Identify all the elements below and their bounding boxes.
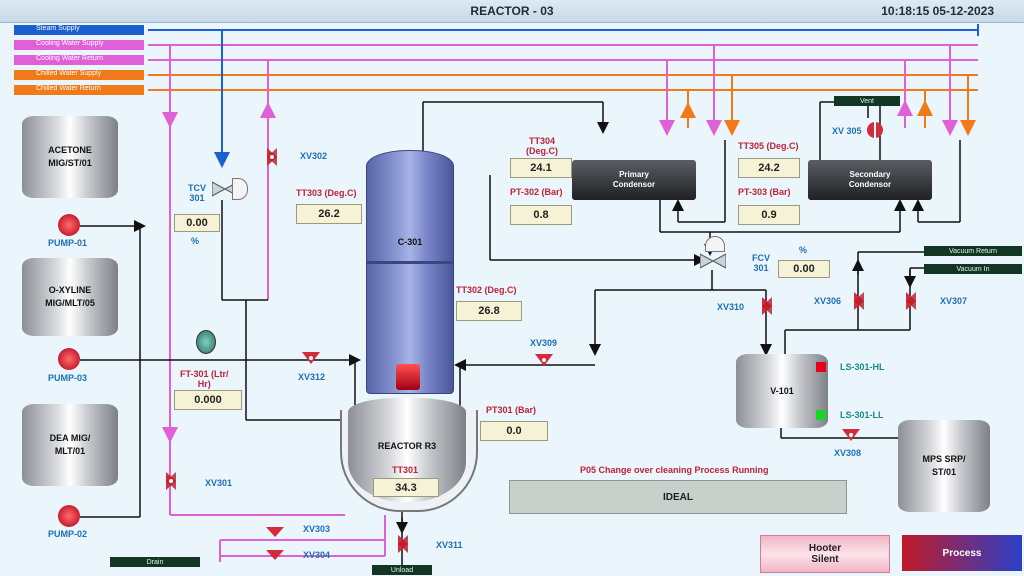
fcv-valve-icon[interactable]: [699, 252, 727, 270]
tt301-value: 34.3: [373, 478, 439, 497]
drain-tag: Drain: [110, 557, 200, 567]
valve-xv306[interactable]: [852, 290, 866, 312]
valve-xv308[interactable]: [840, 427, 862, 443]
hooter-silent-button[interactable]: Hooter Silent: [760, 535, 890, 573]
valve-label-xv312: XV312: [298, 372, 326, 382]
pt302-value: 0.8: [510, 205, 572, 225]
agitator-motor-icon: [396, 364, 420, 390]
tt303-label: TT303 (Deg.C): [296, 188, 357, 198]
vent-tag: Vent: [834, 96, 900, 106]
column-label: C-301: [397, 237, 423, 247]
valve-label-xv309: XV309: [530, 338, 558, 348]
screen-title: REACTOR - 03: [470, 4, 554, 18]
ls301-hl-label: LS-301-HL: [840, 362, 885, 372]
valve-label-xv301: XV301: [205, 478, 233, 488]
tank-mps[interactable]: MPS SRP/ ST/01: [898, 420, 990, 512]
header-bar: REACTOR - 03 10:18:15 05-12-2023: [0, 0, 1024, 23]
fcv-value: 0.00: [778, 260, 830, 278]
pt303-label: PT-303 (Bar): [738, 187, 791, 197]
pump-label: PUMP-02: [48, 529, 88, 539]
column-flange: [367, 261, 453, 264]
ft301-label: FT-301 (Ltr/ Hr): [180, 369, 229, 389]
pump-03[interactable]: [58, 348, 80, 370]
supply-line-label: Steam Supply: [36, 25, 80, 32]
level-switch-low-indicator: [816, 410, 826, 420]
valve-label-xv303: XV303: [303, 524, 331, 534]
supply-line-label: Cooling Water Supply: [36, 40, 104, 47]
tt304-value: 24.1: [510, 158, 572, 178]
process-status-message: P05 Change over cleaning Process Running: [580, 465, 769, 475]
valve-xv310[interactable]: [760, 295, 774, 317]
valve-xv305[interactable]: [866, 118, 884, 142]
valve-label-xv307: XV307: [940, 296, 968, 306]
flow-transmitter-icon: [196, 330, 216, 354]
process-state-panel: IDEAL: [509, 480, 847, 514]
tcv-actuator-icon: [232, 178, 248, 200]
tcv-unit: %: [191, 236, 200, 246]
tt303-value: 26.2: [296, 204, 362, 224]
supply-line-cooling-supply: Cooling Water Supply: [14, 40, 144, 50]
valve-label-xv308: XV308: [834, 448, 862, 458]
tt302-value: 26.8: [456, 301, 522, 321]
tt301-label: TT301: [392, 465, 419, 475]
valve-label-xv305: XV 305: [832, 126, 862, 136]
vacuum-in-tag: Vacuum In: [924, 264, 1022, 274]
tt302-label: TT302 (Deg.C): [456, 285, 517, 295]
tcv-value: 0.00: [174, 214, 220, 232]
ls301-ll-label: LS-301-LL: [840, 410, 884, 420]
supply-line-chilled-return: Chilled Water Return: [14, 85, 144, 95]
supply-line-label: Chilled Water Return: [36, 85, 101, 92]
fcv-label: FCV 301: [752, 253, 770, 273]
pump-label: PUMP-03: [48, 373, 88, 383]
supply-line-chilled-supply: Chilled Water Supply: [14, 70, 144, 80]
level-switch-high-indicator: [816, 362, 826, 372]
valve-xv312[interactable]: [300, 350, 322, 366]
fcv-actuator-icon: [705, 236, 725, 252]
supply-line-cooling-return: Cooling Water Return: [14, 55, 144, 65]
valve-xv311[interactable]: [396, 533, 410, 555]
valve-xv303[interactable]: [264, 525, 286, 539]
valve-label-xv304: XV304: [303, 550, 331, 560]
valve-label-xv306: XV306: [814, 296, 842, 306]
column-c301[interactable]: C-301: [366, 150, 454, 394]
supply-line-label: Chilled Water Supply: [36, 70, 102, 77]
supply-line-label: Cooling Water Return: [36, 55, 104, 62]
pump-label: PUMP-01: [48, 238, 88, 248]
valve-xv301[interactable]: [164, 470, 178, 492]
valve-label-xv310: XV310: [717, 302, 745, 312]
pt303-value: 0.9: [738, 205, 800, 225]
primary-condensor[interactable]: Primary Condensor: [572, 160, 696, 200]
vessel-v101[interactable]: V-101: [736, 354, 828, 428]
pt301-label: PT301 (Bar): [486, 405, 537, 415]
valve-xv304[interactable]: [264, 548, 286, 562]
tt305-value: 24.2: [738, 158, 800, 178]
vacuum-return-tag: Vacuum Return: [924, 246, 1022, 256]
pump-01[interactable]: [58, 214, 80, 236]
valve-xv309[interactable]: [533, 352, 555, 368]
fcv-unit: %: [799, 245, 808, 255]
tank-oxyline[interactable]: O-XYLINE MIG/MLT/05: [22, 258, 118, 336]
tank-dea[interactable]: DEA MIG/ MLT/01: [22, 404, 118, 486]
valve-label-xv302: XV302: [300, 151, 328, 161]
tank-acetone[interactable]: ACETONE MIG/ST/01: [22, 116, 118, 198]
supply-line-steam: Steam Supply: [14, 25, 144, 35]
tcv-label: TCV 301: [188, 183, 206, 203]
pt302-label: PT-302 (Bar): [510, 187, 563, 197]
valve-label-xv311: XV311: [436, 540, 463, 550]
unload-tag: Unload: [372, 565, 432, 575]
secondary-condensor[interactable]: Secondary Condensor: [808, 160, 932, 200]
process-button[interactable]: Process: [902, 535, 1022, 571]
pump-02[interactable]: [58, 505, 80, 527]
pt301-value: 0.0: [480, 421, 548, 441]
clock-readout: 10:18:15 05-12-2023: [881, 4, 994, 18]
tt305-label: TT305 (Deg.C): [738, 141, 799, 151]
tt304-label: TT304 (Deg.C): [526, 136, 558, 156]
valve-xv302[interactable]: [265, 146, 279, 168]
ft301-value: 0.000: [174, 390, 242, 410]
valve-xv307[interactable]: [904, 290, 918, 312]
